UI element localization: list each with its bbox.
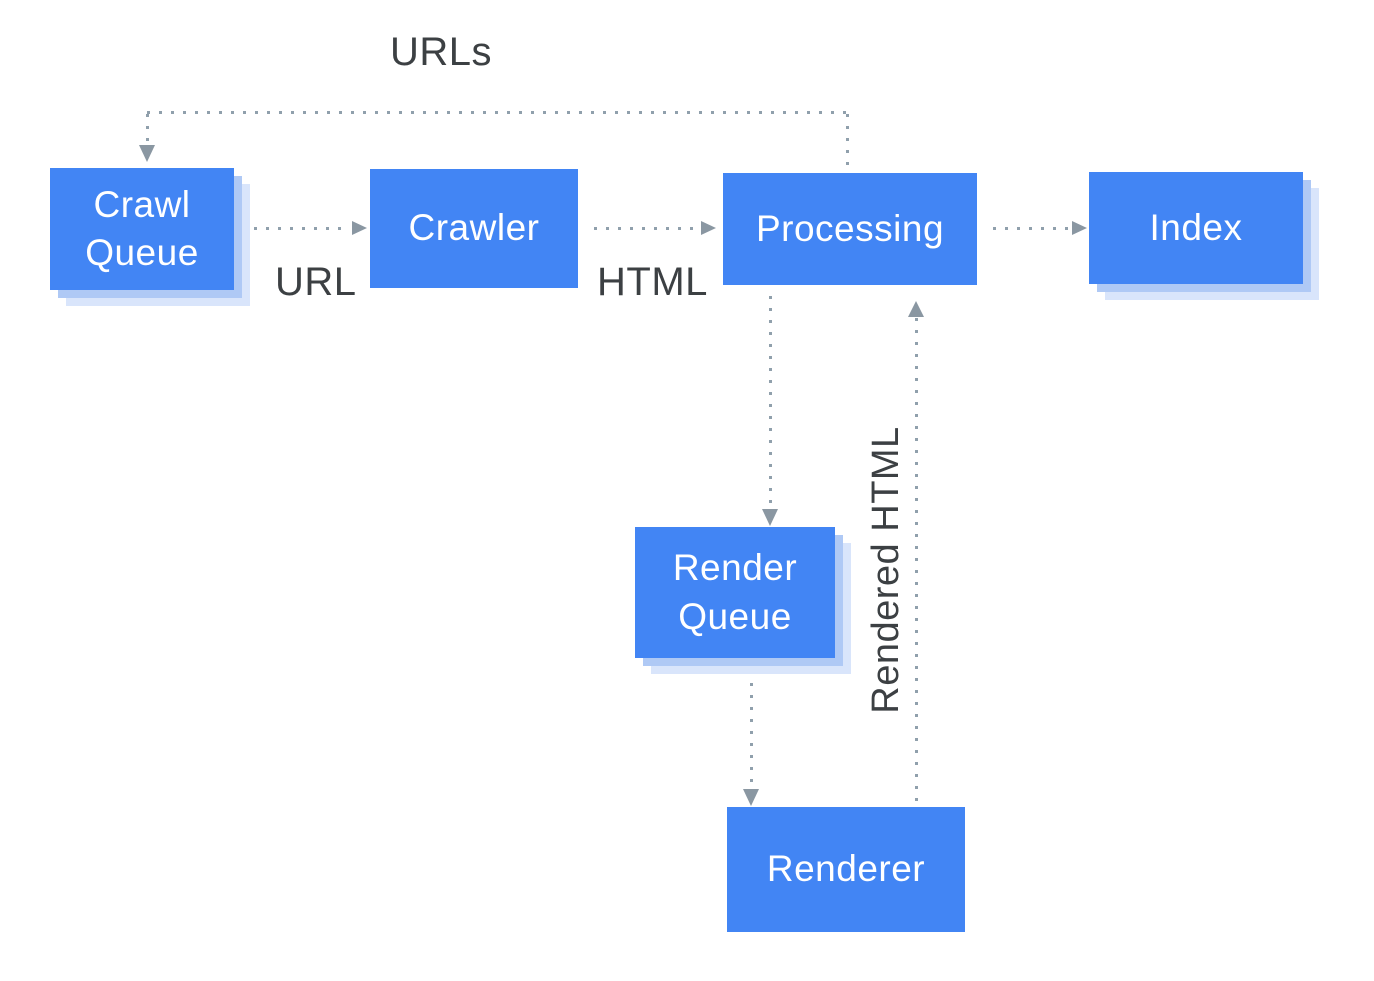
node-crawl-queue-label: Crawl Queue [85, 183, 199, 273]
node-index: Index [1089, 172, 1303, 284]
node-render-queue-label: Render Queue [672, 547, 798, 637]
arrowhead-down-into-renderer-icon [743, 789, 759, 806]
node-renderer: Renderer [727, 807, 965, 932]
edge-urls-line-from-processing [846, 114, 849, 170]
arrowhead-down-into-render-queue-icon [762, 509, 778, 526]
node-processing-label: Processing [755, 207, 945, 249]
edge-label-rendered-html-wrap: Rendered HTML [864, 425, 907, 715]
arrowhead-up-into-processing-icon [908, 301, 924, 317]
edge-urls-line-into-crawl-queue [146, 114, 149, 144]
edge-label-html: HTML [597, 260, 708, 304]
arrowhead-right-into-crawler-icon [352, 221, 367, 235]
node-render-queue: Render Queue [635, 527, 835, 658]
node-processing: Processing [723, 173, 977, 285]
node-renderer-label: Renderer [766, 848, 926, 890]
edge-processing-render-queue-line [769, 296, 772, 508]
edge-label-rendered-html: Rendered HTML [864, 426, 907, 714]
arrowhead-right-into-processing-icon [701, 221, 716, 235]
node-crawler: Crawler [370, 169, 578, 288]
arrowhead-right-into-index-icon [1072, 221, 1087, 235]
arrowhead-down-into-crawl-queue-icon [139, 145, 155, 162]
edge-urls-line-horizontal [147, 111, 849, 114]
edge-render-queue-renderer-line [750, 683, 753, 788]
node-crawl-queue: Crawl Queue [50, 168, 234, 290]
edge-url-line [254, 227, 350, 230]
edge-label-urls: URLs [390, 30, 493, 74]
edge-label-url: URL [275, 260, 357, 304]
edge-html-line [594, 227, 700, 230]
edge-processing-index-line [993, 227, 1069, 230]
edge-rendered-html-line [915, 318, 918, 807]
node-crawler-label: Crawler [408, 207, 540, 249]
node-index-label: Index [1149, 206, 1243, 248]
